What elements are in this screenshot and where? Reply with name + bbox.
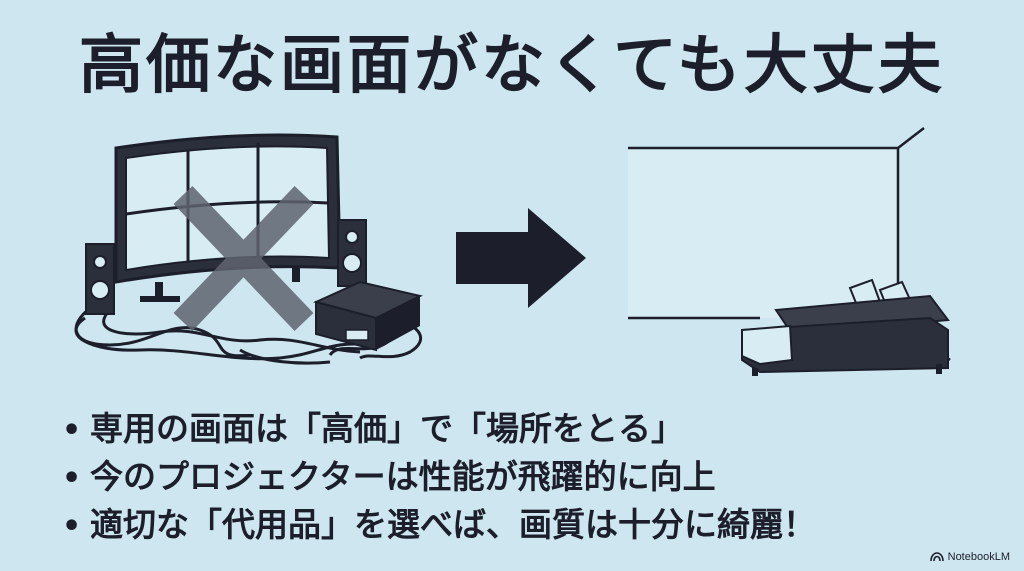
brand-label: NotebookLM: [947, 551, 1010, 563]
bullet-marker: •: [62, 461, 82, 496]
bullet-marker: •: [62, 509, 82, 544]
expensive-screen-setup: [74, 133, 423, 365]
bullet-item: •今のプロジェクターは性能が飛躍的に向上: [62, 454, 816, 502]
bullet-list: •専用の画面は「高価」で「場所をとる」 •今のプロジェクターは性能が飛躍的に向上…: [62, 406, 816, 550]
right-arrow-icon: [456, 208, 586, 308]
bullet-item: •専用の画面は「高価」で「場所をとる」: [62, 406, 816, 454]
sofa: [741, 278, 950, 376]
bullet-text: 専用の画面は「高価」で「場所をとる」: [90, 409, 684, 448]
plain-wall-room: [628, 127, 951, 376]
bullet-text: 今のプロジェクターは性能が飛躍的に向上: [90, 457, 716, 496]
notebooklm-logo-icon: [929, 552, 944, 562]
cross-mark-icon: [173, 186, 314, 331]
bullet-marker: •: [62, 413, 82, 448]
bullet-text: 適切な「代用品」を選べば、画質は十分に綺麗！: [90, 505, 816, 544]
page-title: 高価な画面がなくても大丈夫: [79, 29, 945, 103]
left-speaker: [85, 243, 115, 315]
av-receiver: [313, 280, 423, 352]
brand-watermark: NotebookLM: [929, 551, 1010, 563]
right-speaker: [337, 219, 367, 287]
bullet-item: •適切な「代用品」を選べば、画質は十分に綺麗！: [62, 502, 816, 550]
